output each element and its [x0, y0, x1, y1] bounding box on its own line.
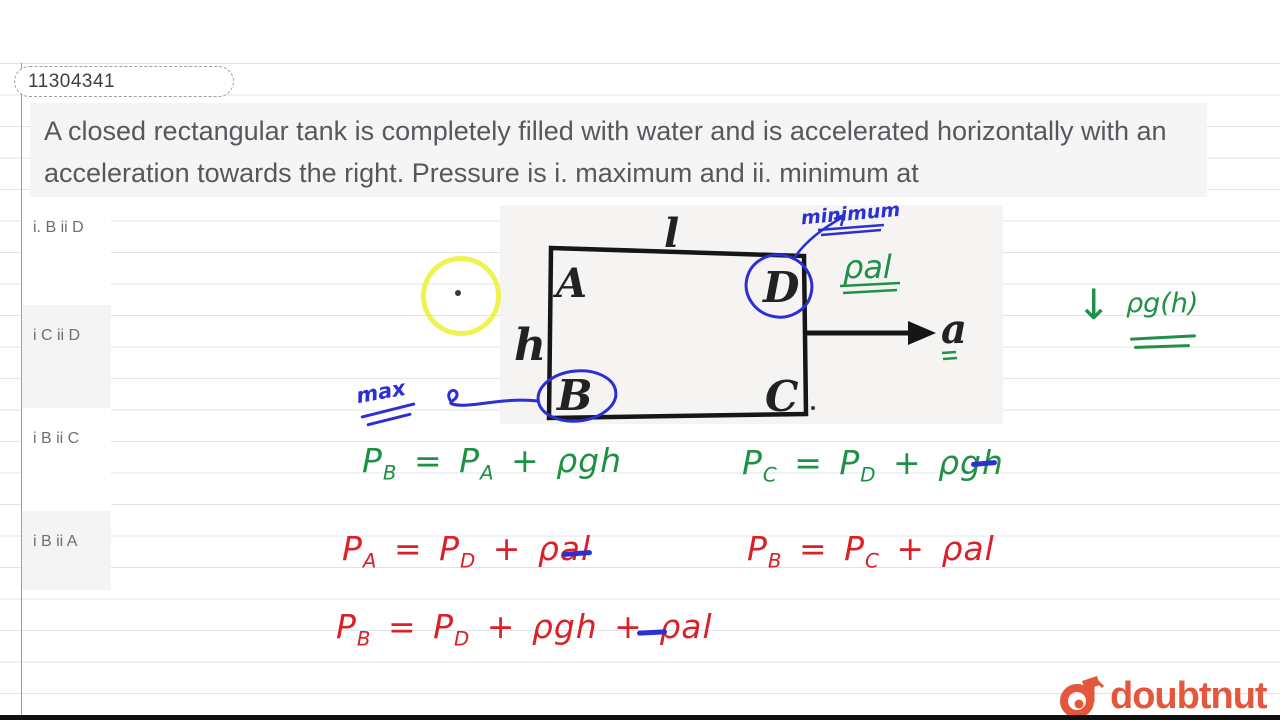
- corner-b-label: B: [556, 371, 593, 420]
- equation-green-right: PC = PD + ρgh: [742, 443, 1004, 487]
- period-dot: [811, 406, 815, 410]
- answer-options: i. B ii D i C ii D i B ii C i B ii A: [22, 197, 111, 590]
- question-text: A closed rectangular tank is completely …: [44, 116, 1167, 188]
- brand-name: doubtnut: [1110, 674, 1268, 717]
- tank-outline: [546, 245, 809, 421]
- green-equals-underline-1: [941, 350, 957, 355]
- equation-green-left: PB = PA + ρgh: [362, 441, 623, 485]
- diagram-panel: A D B C l h a minimum ρal: [500, 199, 1003, 424]
- acceleration-arrow-head: [908, 321, 936, 345]
- doubtnut-logo-icon: [1060, 676, 1104, 718]
- height-label: h: [514, 320, 546, 371]
- minimum-label: minimum: [800, 205, 901, 229]
- tank-diagram: A D B C l h a minimum ρal: [514, 199, 967, 423]
- option-4[interactable]: i B ii A: [22, 511, 111, 590]
- brand-watermark: doubtnut: [1058, 672, 1268, 720]
- corner-c-label: C: [765, 372, 799, 421]
- notebook-margin-line: [21, 63, 22, 716]
- minimum-underline-2: [820, 228, 882, 237]
- equation-red-bottom: PB = PD + ρgh + ρal: [336, 607, 713, 651]
- laser-pointer-dot: [455, 290, 461, 296]
- option-4-label: i B ii A: [33, 533, 78, 550]
- option-1-label: i. B ii D: [33, 219, 84, 236]
- minimum-underline-1: [817, 223, 885, 232]
- option-2[interactable]: i C ii D: [22, 305, 111, 408]
- question-id-badge: 11304341: [14, 66, 234, 97]
- laser-pointer-ring: [421, 256, 501, 336]
- acceleration-label: a: [941, 306, 967, 353]
- question-id: 11304341: [28, 70, 116, 92]
- minimum-pointer-arrow-head: [833, 212, 846, 227]
- rho-al-underline-1: [839, 281, 901, 288]
- option-3-label: i B ii C: [33, 430, 80, 447]
- corner-a-label: A: [552, 260, 587, 307]
- minimum-pointer-arrow: [791, 215, 844, 261]
- equation-red-left: PA = PD + ρal: [342, 529, 592, 573]
- option-1[interactable]: i. B ii D: [22, 197, 111, 305]
- circle-around-d: [744, 253, 814, 319]
- option-2-label: i C ii D: [33, 327, 81, 344]
- rho-gh-label: ρg(h): [1126, 288, 1199, 319]
- green-equals-underline-2: [942, 356, 958, 361]
- rho-al-label: ρal: [843, 248, 892, 286]
- question-text-box: A closed rectangular tank is completely …: [30, 103, 1207, 197]
- down-arrow-icon: ↓: [1076, 280, 1112, 329]
- pointer-stroke-icon: [447, 388, 540, 407]
- equation-red-right: PB = PC + ρal: [747, 529, 995, 573]
- bottom-bar: [0, 715, 1280, 720]
- option-3[interactable]: i B ii C: [22, 408, 111, 511]
- length-label: l: [664, 210, 679, 257]
- corner-d-label: D: [762, 263, 800, 312]
- rho-al-underline-2: [842, 288, 898, 295]
